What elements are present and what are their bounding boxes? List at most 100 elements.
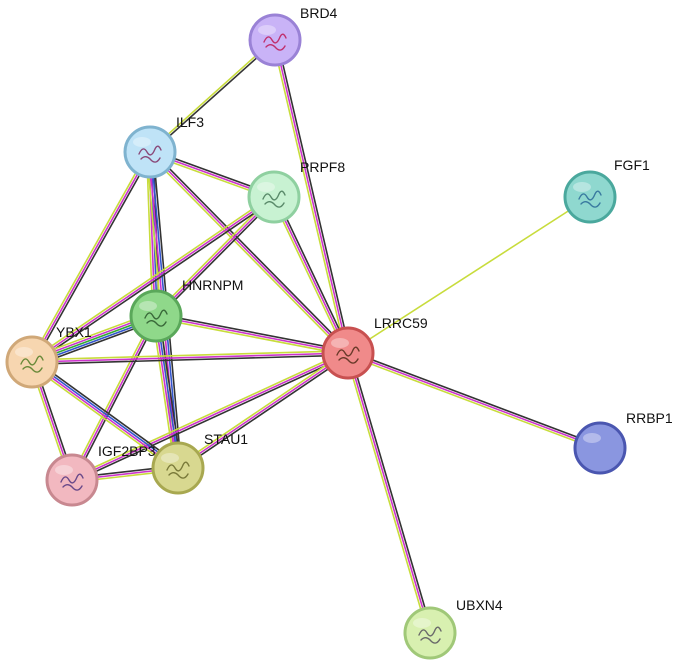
- node-fgf1[interactable]: FGF1: [563, 157, 650, 224]
- edge-lrrc59-ybx1: [31, 350, 349, 365]
- edge-strand: [29, 150, 149, 362]
- node-igf2bp3[interactable]: IGF2BP3: [45, 443, 156, 507]
- node-label: UBXN4: [456, 597, 503, 613]
- node-label: ILF3: [176, 114, 204, 130]
- edge-strand: [31, 196, 275, 363]
- protein-structure-icon: [20, 355, 44, 373]
- edge-strand: [33, 358, 181, 466]
- edge-strand: [71, 315, 157, 481]
- node-circle[interactable]: [5, 335, 59, 389]
- node-ilf3[interactable]: ILF3: [123, 114, 204, 179]
- node-circle[interactable]: [248, 13, 302, 67]
- protein-structure-icon: [262, 190, 286, 208]
- edge-strand: [155, 315, 349, 354]
- edge-brd4-ilf3: [148, 38, 277, 154]
- edge-ilf3-ybx1: [29, 150, 153, 364]
- node-circle[interactable]: [247, 170, 301, 224]
- protein-structure-icon: [144, 309, 168, 327]
- node-highlight: [573, 182, 591, 192]
- edge-strand: [70, 350, 348, 479]
- node-highlight: [161, 453, 179, 463]
- node-highlight: [55, 465, 73, 475]
- edge-strand: [30, 194, 274, 361]
- node-highlight: [133, 137, 151, 147]
- protein-structure-icon: [336, 346, 360, 364]
- node-label: YBX1: [56, 324, 92, 340]
- node-label: LRRC59: [374, 315, 428, 331]
- edge-lrrc59-ubxn4: [345, 352, 433, 634]
- edge-strand: [347, 352, 431, 634]
- edge-strand: [348, 350, 602, 447]
- node-circle[interactable]: [45, 453, 99, 507]
- edge-strand: [32, 354, 349, 365]
- edge-strand: [147, 152, 347, 356]
- edge-strand: [153, 194, 274, 316]
- edge-strand: [274, 39, 349, 354]
- node-circle[interactable]: [573, 421, 627, 475]
- edge-prpf8-hnrnpm: [153, 194, 277, 319]
- node-rrbp1[interactable]: RRBP1: [573, 410, 673, 475]
- protein-structure-icon: [418, 626, 442, 644]
- node-label: HNRNPM: [182, 277, 243, 293]
- node-hnrnpm[interactable]: HNRNPM: [129, 277, 243, 343]
- edge-strand: [149, 151, 349, 354]
- protein-structure-icon: [166, 461, 190, 479]
- edge-strand: [346, 354, 600, 451]
- node-ubxn4[interactable]: UBXN4: [403, 597, 503, 660]
- edge-strand: [151, 149, 351, 353]
- edge-brd4-lrrc59: [272, 39, 351, 354]
- edge-strand: [73, 316, 159, 482]
- edge-lrrc59-stau1: [176, 350, 350, 471]
- node-prpf8[interactable]: PRPF8: [247, 159, 345, 224]
- edge-ilf3-lrrc59: [147, 149, 351, 356]
- node-circle[interactable]: [151, 441, 205, 495]
- node-circle[interactable]: [403, 606, 457, 660]
- edge-fgf1-lrrc59: [347, 196, 591, 354]
- node-highlight: [331, 338, 349, 348]
- node-circle[interactable]: [321, 326, 375, 380]
- node-highlight: [583, 433, 601, 443]
- edge-ybx1-stau1: [29, 358, 181, 472]
- edge-strand: [71, 352, 349, 481]
- node-circle[interactable]: [563, 170, 617, 224]
- edge-strand: [275, 195, 351, 353]
- edge-strand: [272, 40, 347, 354]
- edge-strand: [33, 152, 153, 364]
- edge-strand: [155, 317, 348, 356]
- node-label: RRBP1: [626, 410, 673, 426]
- edge-hnrnpm-lrrc59: [155, 313, 349, 356]
- edge-strand: [32, 360, 180, 468]
- node-label: BRD4: [300, 5, 338, 21]
- node-label: IGF2BP3: [98, 443, 156, 459]
- protein-structure-icon: [138, 145, 162, 163]
- edge-strand: [271, 197, 347, 355]
- edge-lrrc59-igf2bp3: [70, 350, 350, 483]
- edge-strand: [273, 196, 349, 354]
- edges-layer: [29, 38, 602, 634]
- node-label: FGF1: [614, 157, 650, 173]
- node-circle[interactable]: [129, 289, 183, 343]
- edge-strand: [176, 350, 348, 467]
- edge-strand: [31, 352, 349, 363]
- node-circle[interactable]: [123, 125, 177, 179]
- edge-prpf8-lrrc59: [271, 195, 351, 355]
- node-brd4[interactable]: BRD4: [248, 5, 338, 67]
- edge-strand: [156, 313, 349, 352]
- edge-strand: [156, 197, 277, 319]
- node-highlight: [139, 301, 157, 311]
- node-lrrc59[interactable]: LRRC59: [321, 315, 428, 380]
- edge-strand: [30, 362, 178, 470]
- protein-structure-icon: [263, 33, 287, 51]
- edge-strand: [32, 198, 276, 365]
- node-highlight: [413, 618, 431, 628]
- edge-strand: [347, 196, 591, 354]
- edge-hnrnpm-igf2bp3: [69, 314, 159, 482]
- edge-strand: [69, 314, 155, 480]
- node-ybx1[interactable]: YBX1: [5, 324, 92, 389]
- node-stau1[interactable]: STAU1: [151, 431, 248, 495]
- edge-strand: [29, 364, 177, 472]
- edge-strand: [155, 196, 275, 317]
- edge-strand: [276, 39, 351, 353]
